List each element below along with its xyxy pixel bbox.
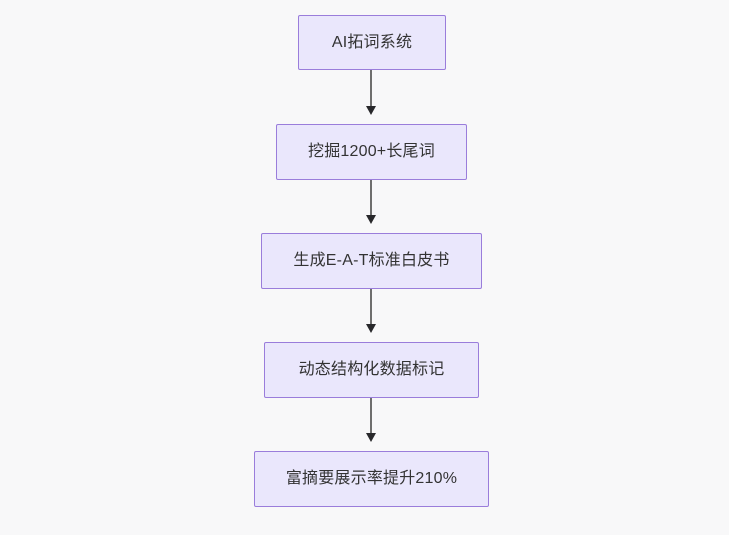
flow-node-label: 生成E-A-T标准白皮书 — [293, 252, 450, 270]
edge-line — [370, 289, 372, 325]
arrowhead-icon — [365, 324, 376, 333]
flow-node-n4[interactable]: 动态结构化数据标记 — [264, 342, 479, 398]
flow-node-label: 挖掘1200+长尾词 — [308, 143, 435, 161]
flow-node-n5[interactable]: 富摘要展示率提升210% — [254, 451, 489, 507]
flow-node-n3[interactable]: 生成E-A-T标准白皮书 — [261, 233, 482, 289]
flow-node-n1[interactable]: AI拓词系统 — [298, 15, 446, 70]
arrowhead-icon — [365, 106, 376, 115]
flow-node-n2[interactable]: 挖掘1200+长尾词 — [276, 124, 467, 180]
arrowhead-icon — [365, 215, 376, 224]
flow-node-label: 富摘要展示率提升210% — [285, 470, 458, 488]
edge-line — [370, 398, 372, 434]
flow-node-label: 动态结构化数据标记 — [298, 361, 445, 379]
arrowhead-icon — [365, 433, 376, 442]
flow-node-label: AI拓词系统 — [331, 33, 413, 51]
edge-line — [370, 70, 372, 107]
edge-line — [370, 180, 372, 216]
